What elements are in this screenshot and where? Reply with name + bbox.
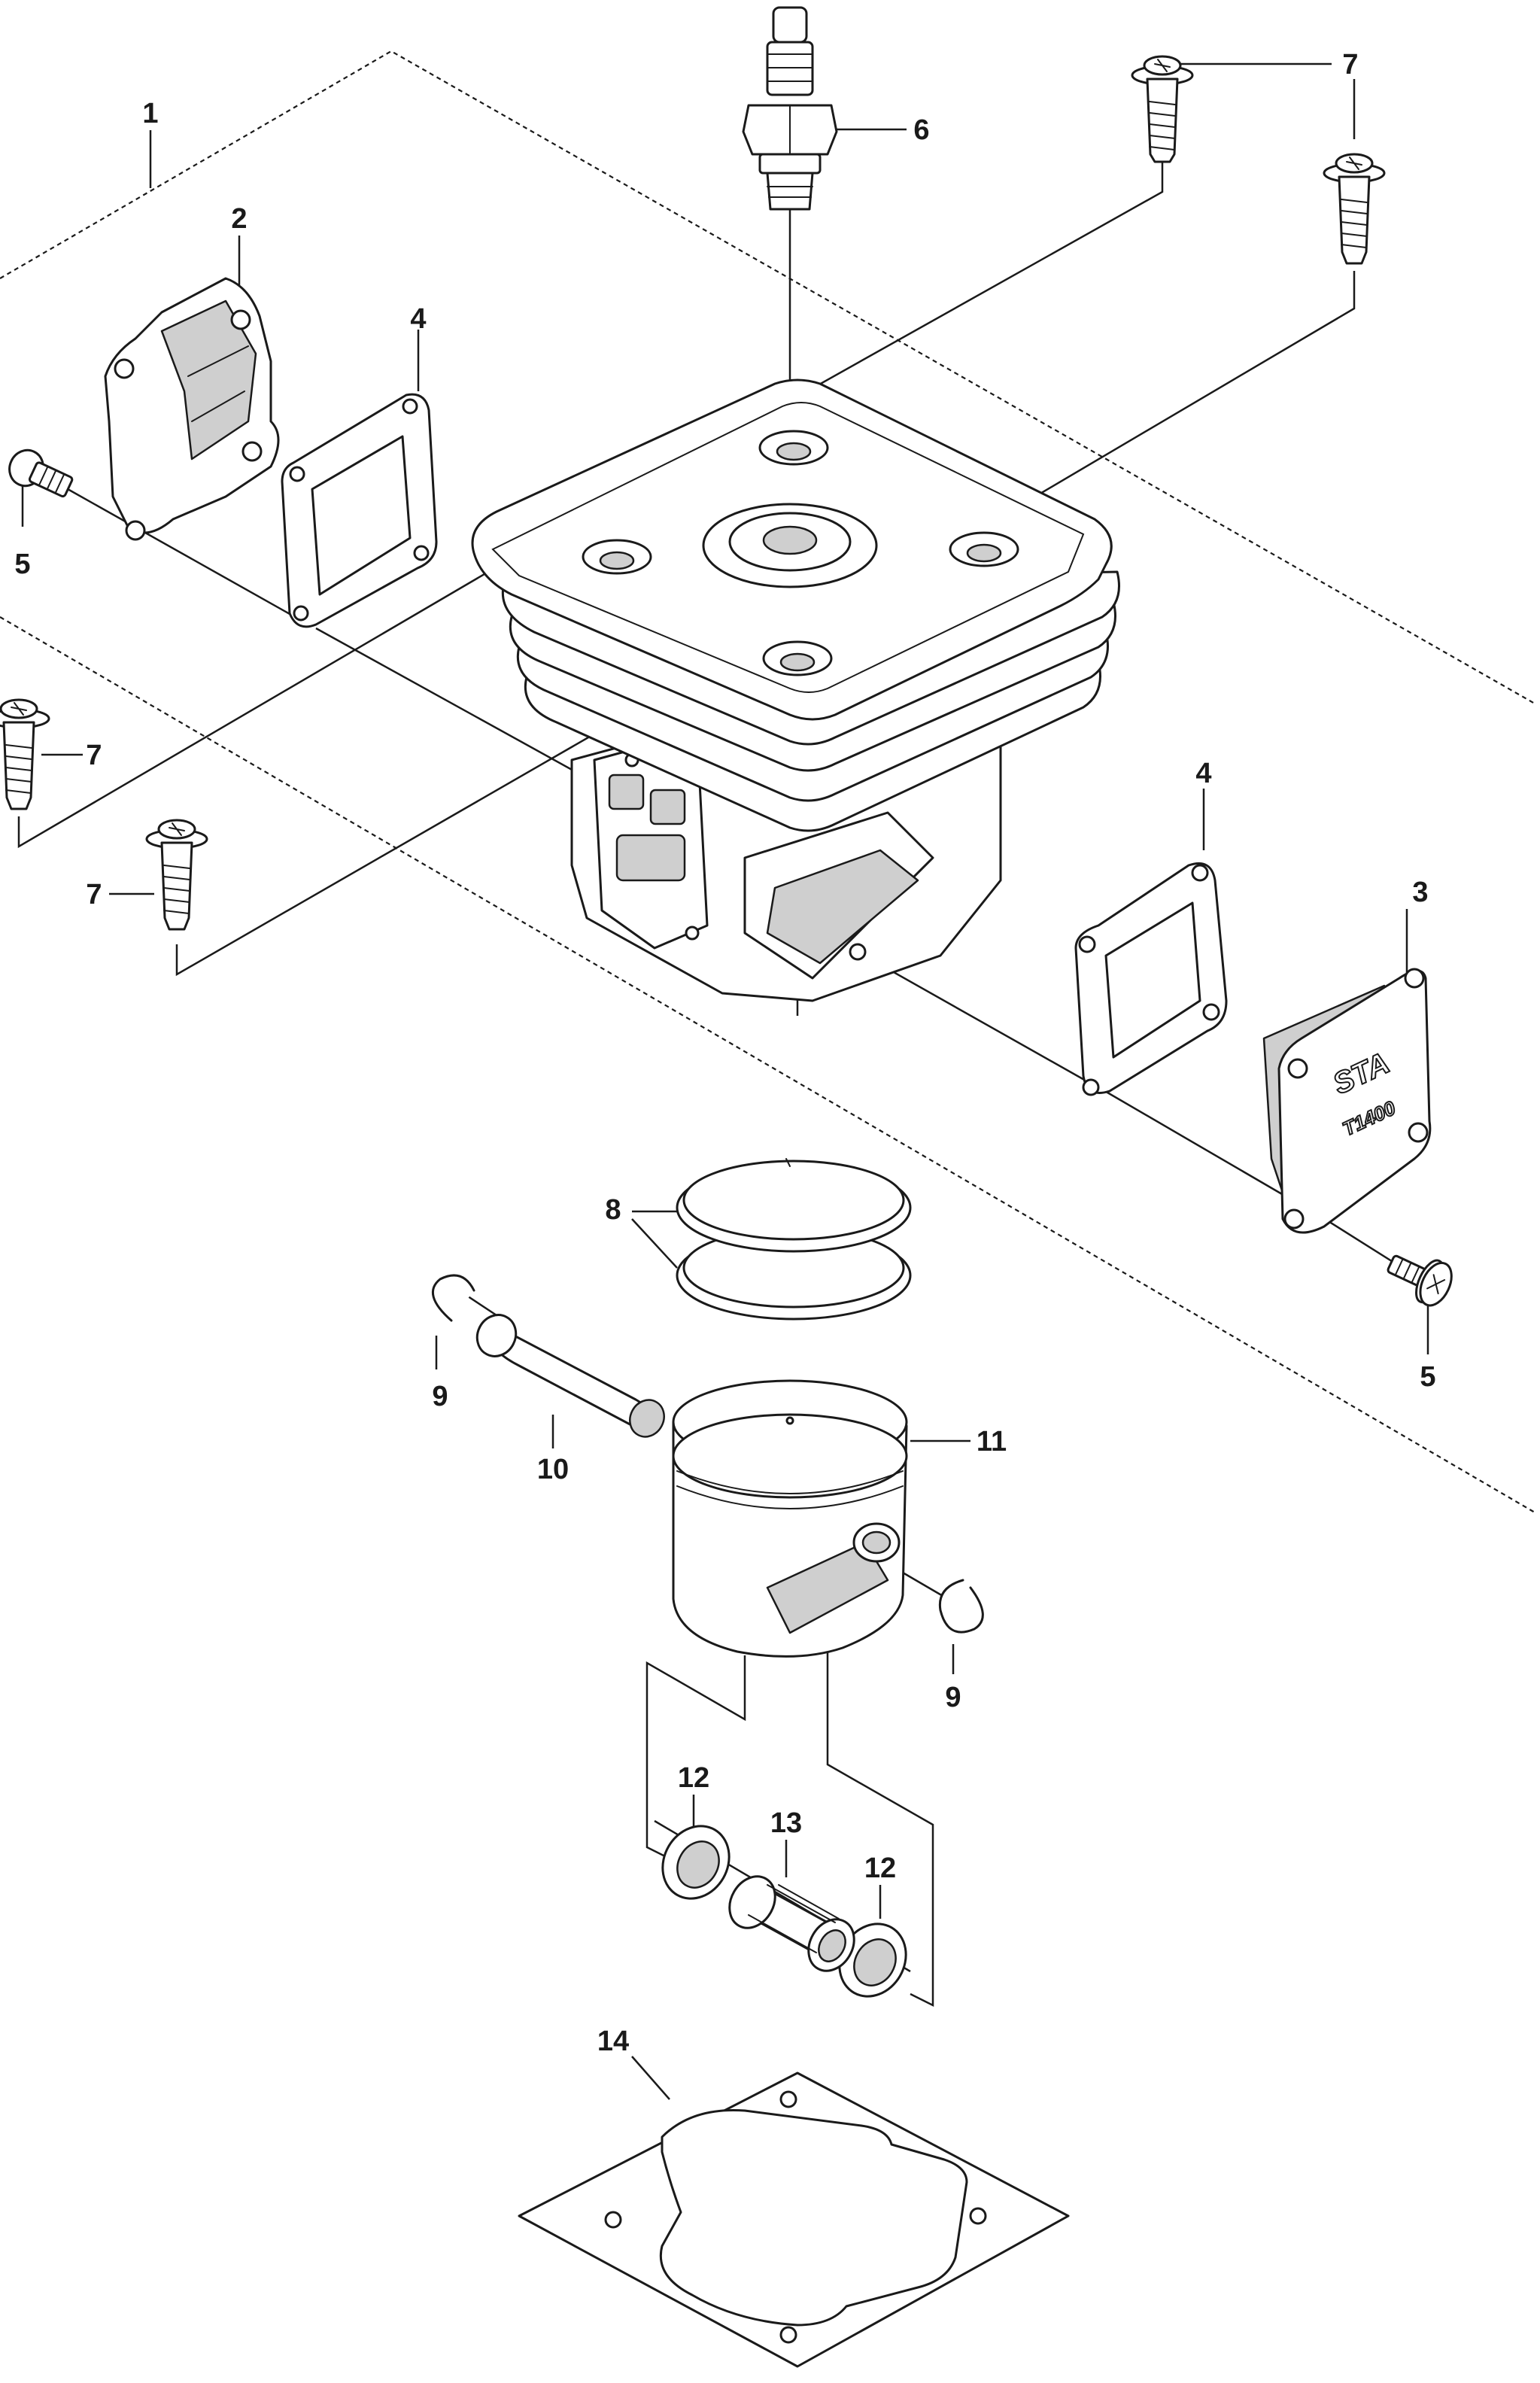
piston-rings <box>676 1158 912 1321</box>
callout-7-left-upper: 7 <box>86 740 102 771</box>
callout-12-right: 12 <box>864 1853 896 1884</box>
bolt-top-right-1 <box>1131 55 1194 163</box>
callout-14: 14 <box>597 2026 629 2057</box>
callouts: 1 2 3 4 4 5 5 6 7 7 7 8 9 9 10 11 12 12 … <box>14 49 1435 2057</box>
circlip-left <box>432 1274 475 1322</box>
cylinder <box>471 378 1120 1002</box>
cover-left <box>104 277 280 541</box>
screw-left <box>8 448 74 498</box>
callout-9-left: 9 <box>432 1381 448 1412</box>
callout-7-top: 7 <box>1342 49 1358 81</box>
callout-4-right: 4 <box>1195 758 1211 789</box>
callout-5-right: 5 <box>1420 1361 1435 1393</box>
bolt-left-upper <box>0 698 50 810</box>
callout-10: 10 <box>537 1454 569 1485</box>
thrust-washer-right <box>838 1923 907 1998</box>
circlip-right <box>938 1579 984 1634</box>
callout-2: 2 <box>231 203 247 235</box>
gasket-right <box>1074 862 1228 1096</box>
callout-1: 1 <box>142 98 158 129</box>
callout-9-right: 9 <box>945 1682 961 1713</box>
gasket-left <box>281 393 438 628</box>
callout-13: 13 <box>770 1807 802 1839</box>
callout-4-left: 4 <box>410 303 426 335</box>
needle-bearing <box>728 1875 855 1972</box>
piston <box>672 1379 908 1658</box>
cover-right: STA T1400 <box>1262 968 1432 1234</box>
bolt-top-right-2 <box>1323 153 1386 265</box>
piston-pin <box>475 1314 665 1438</box>
callout-8: 8 <box>605 1194 621 1226</box>
callout-3: 3 <box>1412 877 1428 908</box>
callout-11: 11 <box>977 1426 1007 1457</box>
bolt-left-lower <box>145 819 208 931</box>
callout-6: 6 <box>913 114 929 146</box>
screw-right <box>1387 1254 1453 1307</box>
assembly-boundary <box>0 50 1535 1513</box>
callout-5-left: 5 <box>14 549 30 580</box>
thrust-washer-left <box>661 1825 731 1900</box>
base-gasket <box>518 2071 1070 2368</box>
spark-plug <box>742 6 838 211</box>
callout-12-left: 12 <box>678 1762 709 1794</box>
callout-7-left-lower: 7 <box>86 879 102 910</box>
